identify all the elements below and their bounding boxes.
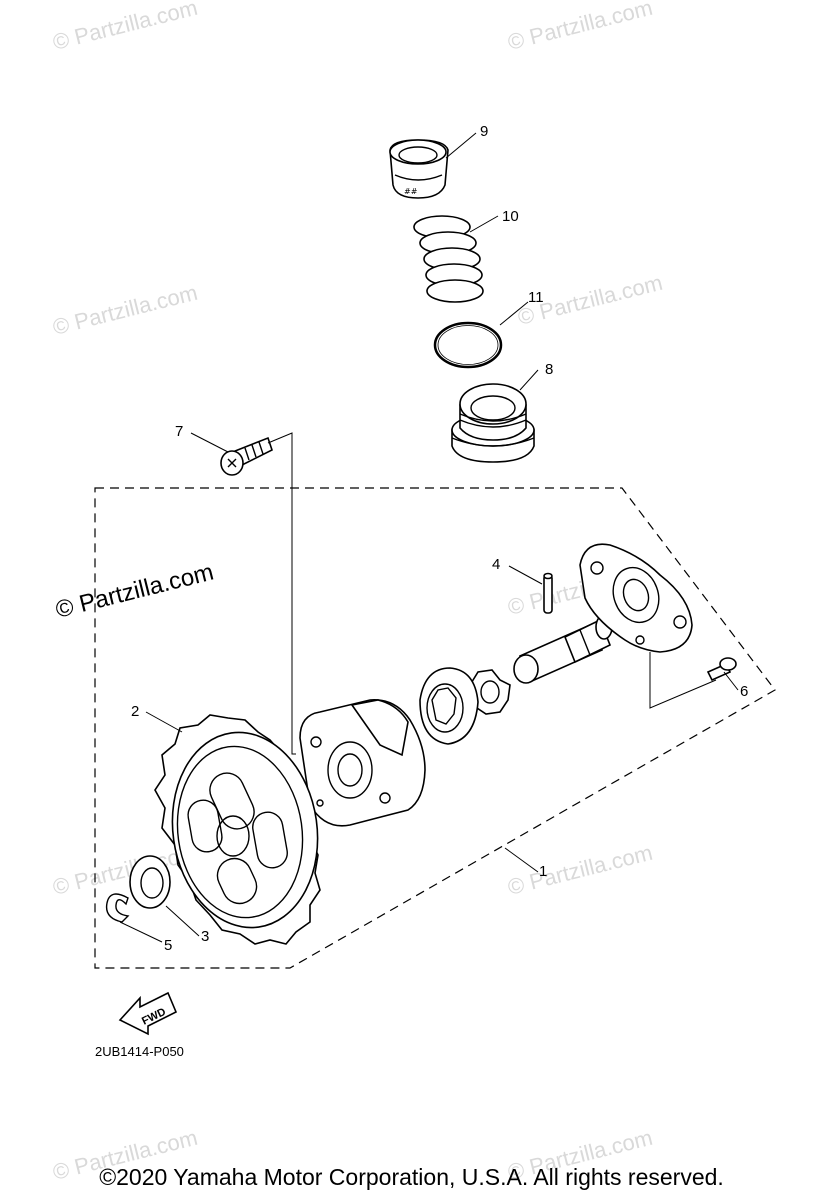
callout-7: 7 <box>175 423 183 440</box>
callout-4: 4 <box>492 556 500 573</box>
part-11-o-ring <box>433 321 503 369</box>
callout-6: 6 <box>740 683 748 700</box>
callout-3: 3 <box>201 928 209 945</box>
guide-line-6 <box>649 652 717 709</box>
part-5-circlip <box>105 893 130 923</box>
fwd-arrow-icon: FWD <box>118 991 178 1036</box>
callout-2: 2 <box>131 703 139 720</box>
callout-11: 11 <box>528 289 544 306</box>
callout-leaders <box>119 132 739 943</box>
callout-5: 5 <box>164 937 172 954</box>
outer-rotor <box>419 667 479 745</box>
copyright-notice: ©2020 Yamaha Motor Corporation, U.S.A. A… <box>99 1164 724 1190</box>
assembly-boundary <box>94 487 776 969</box>
part-10-spring <box>413 215 484 303</box>
part-9-cap: ## <box>389 139 449 199</box>
guide-line-7 <box>267 432 296 755</box>
callout-8: 8 <box>545 361 553 378</box>
part-3-washer <box>129 855 171 909</box>
watermark-text: © Partzilla.com <box>50 0 200 55</box>
svg-text:##: ## <box>404 187 418 196</box>
part-6-screw <box>706 657 737 682</box>
watermark-text: © Partzilla.com <box>505 0 655 55</box>
part-8-plug <box>451 383 535 463</box>
callout-9: 9 <box>480 123 488 140</box>
watermark-text: © Partzilla.com <box>505 840 655 900</box>
callout-10: 10 <box>502 208 519 225</box>
diagram-code: 2UB1414-P050 <box>95 1044 184 1059</box>
inner-rotor <box>469 669 511 715</box>
part-7-screw <box>220 436 273 476</box>
part-4-dowel-pin <box>543 572 553 614</box>
watermark-text-dark: © Partzilla.com <box>53 559 216 624</box>
callout-numbers: 9 10 11 8 7 4 6 2 1 3 5 <box>131 123 748 954</box>
pump-housing <box>299 699 426 827</box>
pump-shaft <box>513 614 613 684</box>
part-2-gear <box>154 714 321 945</box>
callout-1: 1 <box>539 863 547 880</box>
pump-cover-plate <box>579 543 693 653</box>
watermark-text: © Partzilla.com <box>50 280 200 340</box>
